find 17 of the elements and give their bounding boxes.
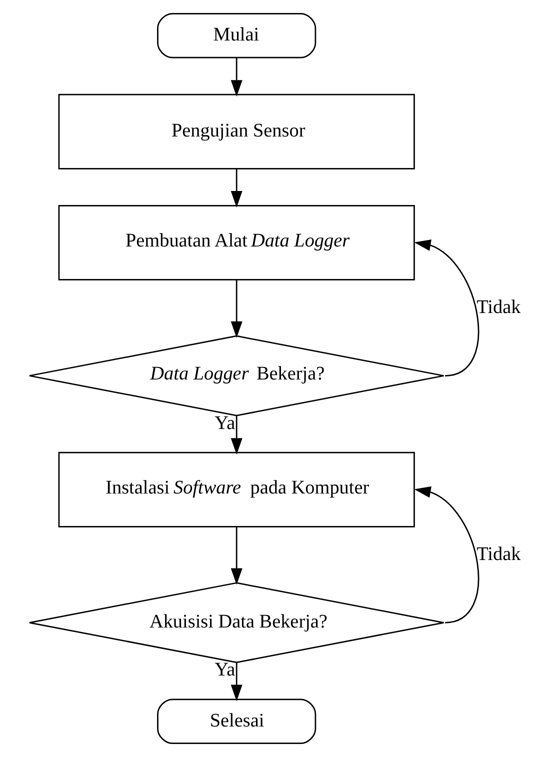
arrow [230, 280, 242, 338]
arrow [230, 58, 242, 97]
arrow [230, 169, 242, 208]
node-box: Instalasi Software pada Komputer [58, 452, 415, 528]
edge-label: Tidak [476, 544, 521, 565]
node-diamond: Data Logger Bekerja? [28, 335, 444, 416]
arrow [414, 486, 480, 624]
arrow [230, 416, 242, 455]
arrow [230, 662, 242, 702]
node-box: Pembuatan Alat Data Logger [58, 205, 415, 280]
node-box: Mulai [157, 12, 316, 58]
node-box: Selesai [157, 698, 316, 744]
node-box: Pengujian Sensor [58, 94, 415, 170]
arrow [230, 526, 242, 585]
node-diamond: Akuisisi Data Bekerja? [28, 582, 444, 664]
edge-label: Tidak [476, 296, 521, 318]
arrow [414, 239, 480, 376]
